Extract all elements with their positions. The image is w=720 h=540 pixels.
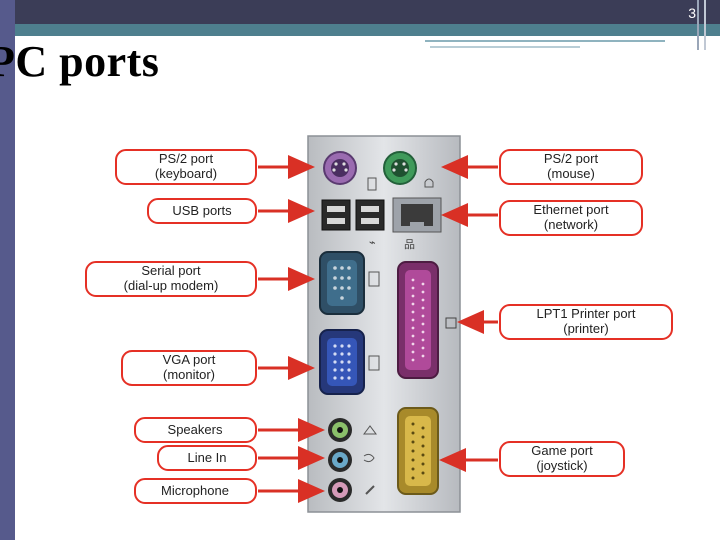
- ethernet-port-icon: [392, 197, 442, 233]
- label-lpt1-printer-port: LPT1 Printer port (printer): [499, 304, 673, 340]
- svg-text:(keyboard): (keyboard): [155, 166, 217, 181]
- slide-title: PC ports: [0, 37, 160, 86]
- microphone-jack-icon: [328, 478, 352, 502]
- decorative-line: [704, 0, 706, 50]
- svg-text:Line In: Line In: [187, 450, 226, 465]
- ps2-keyboard-port-icon: [323, 151, 357, 185]
- decorative-line: [697, 0, 699, 50]
- label-game-port: Game port (joystick): [499, 441, 625, 477]
- label-ethernet-port: Ethernet port (network): [499, 200, 643, 236]
- keyboard-symbol-icon: [367, 177, 377, 191]
- usb-symbol-icon: ⌁: [369, 237, 376, 249]
- svg-text:LPT1 Printer port: LPT1 Printer port: [537, 306, 636, 321]
- line-in-symbol-icon: [363, 453, 375, 463]
- slide-left-bar: [0, 0, 15, 540]
- label-ps2-keyboard: PS/2 port (keyboard): [115, 149, 257, 185]
- svg-text:(printer): (printer): [563, 321, 609, 336]
- label-ps2-mouse: PS/2 port (mouse): [499, 149, 643, 185]
- microphone-symbol-icon: [365, 485, 375, 495]
- slide-number: 3: [688, 5, 696, 21]
- usb-ports-icon: [321, 199, 385, 231]
- svg-text:Speakers: Speakers: [168, 422, 223, 437]
- label-microphone: Microphone: [134, 478, 257, 504]
- svg-text:(mouse): (mouse): [547, 166, 595, 181]
- svg-text:Game port: Game port: [531, 443, 593, 458]
- speaker-symbol-icon: [363, 425, 377, 435]
- svg-text:USB ports: USB ports: [172, 203, 232, 218]
- svg-text:PS/2 port: PS/2 port: [159, 151, 214, 166]
- label-speakers: Speakers: [134, 417, 257, 443]
- decorative-line: [430, 46, 580, 48]
- ps2-mouse-port-icon: [383, 151, 417, 185]
- svg-text:(network): (network): [544, 217, 598, 232]
- lpt1-printer-port-icon: [397, 261, 439, 379]
- serial-port-icon: [319, 251, 365, 315]
- label-serial-port: Serial port (dial-up modem): [85, 261, 257, 297]
- svg-text:Microphone: Microphone: [161, 483, 229, 498]
- decorative-line: [425, 40, 665, 42]
- label-vga-port: VGA port (monitor): [121, 350, 257, 386]
- line-in-jack-icon: [328, 448, 352, 472]
- svg-text:Ethernet port: Ethernet port: [533, 202, 609, 217]
- svg-text:(dial-up modem): (dial-up modem): [124, 278, 219, 293]
- speakers-jack-icon: [328, 418, 352, 442]
- svg-text:(joystick): (joystick): [536, 458, 587, 473]
- svg-text:(monitor): (monitor): [163, 367, 215, 382]
- label-usb-ports: USB ports: [147, 198, 257, 224]
- vga-port-icon: [319, 329, 365, 395]
- printer-symbol-icon: [445, 317, 457, 329]
- svg-text:PS/2 port: PS/2 port: [544, 151, 599, 166]
- svg-text:Serial port: Serial port: [141, 263, 201, 278]
- slide-top-bar: [0, 0, 720, 24]
- svg-text:VGA port: VGA port: [163, 352, 216, 367]
- serial-symbol-icon: [368, 271, 380, 287]
- game-port-icon: [397, 407, 439, 495]
- network-symbol-icon: 品: [404, 238, 415, 251]
- slide-top-accent-bar: [15, 24, 720, 36]
- mouse-symbol-icon: [424, 178, 434, 188]
- monitor-symbol-icon: [368, 355, 380, 371]
- label-line-in: Line In: [157, 445, 257, 471]
